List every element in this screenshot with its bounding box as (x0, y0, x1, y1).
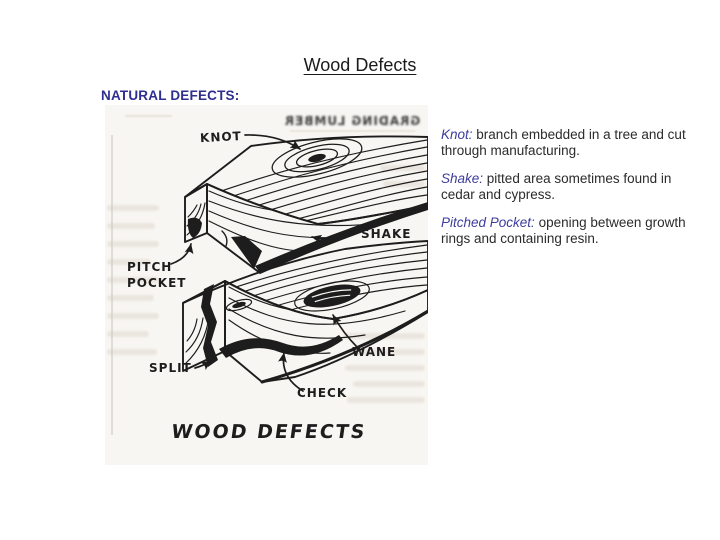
small-knot (225, 298, 253, 312)
knot-defect (271, 138, 363, 178)
split-crack (201, 284, 218, 367)
definition-knot: Knot: branch embedded in a tree and cut … (441, 127, 686, 159)
figure-caption: WOOD DEFECTS (170, 420, 368, 443)
definition-text: branch embedded in a tree and cut throug… (441, 127, 686, 158)
wood-defects-figure: GRADING LUMBER (105, 105, 428, 465)
bleed-through-text: GRADING LUMBER (284, 114, 420, 128)
check-arrow (278, 352, 304, 392)
pitch-pocket-blob (187, 217, 202, 238)
wane-label: WANE (352, 345, 396, 359)
definition-text: pitted area sometimes found in cedar and… (441, 171, 672, 202)
section-heading: NATURAL DEFECTS: (101, 88, 240, 103)
bottom-plank (182, 240, 428, 384)
pitch-pocket-label-line2: POCKET (127, 276, 186, 290)
knot-label: KNOT (200, 129, 242, 145)
bleed-through-rule (290, 130, 415, 132)
shake-crack-tail (221, 230, 228, 247)
top-plank-front-face (206, 183, 428, 274)
definition-text: opening between growth rings and contain… (441, 215, 686, 246)
definition-term: Pitched Pocket: (441, 215, 535, 230)
definition-pitched-pocket: Pitched Pocket: opening between growth r… (441, 215, 686, 247)
check-crack (219, 335, 343, 358)
pitch-pocket-label-line1: PITCH (127, 260, 172, 274)
wane-arrow (332, 314, 359, 349)
page-title: Wood Defects (0, 55, 720, 76)
split-arrow (194, 360, 212, 371)
shake-arrow (311, 232, 356, 244)
shake-crack (231, 236, 262, 269)
bleed-through-rule (125, 115, 172, 117)
definitions-column: Knot: branch embedded in a tree and cut … (441, 127, 686, 259)
wane-area (294, 280, 370, 312)
definition-term: Shake: (441, 171, 484, 186)
top-plank (184, 135, 428, 274)
shake-label: SHAKE (361, 227, 411, 241)
figure-callouts: KNOT SHAKE PITCH POCKET SPLIT CHECK WANE… (127, 129, 411, 443)
check-label: CHECK (297, 386, 347, 400)
definition-shake: Shake: pitted area sometimes found in ce… (441, 171, 686, 203)
knot-arrow (244, 134, 301, 150)
top-plank-end-face (184, 183, 208, 243)
pitch-pocket-arrow (170, 243, 194, 265)
page-title-text: Wood Defects (303, 55, 417, 75)
bottom-plank-front-face (224, 280, 428, 383)
wood-defects-drawing: GRADING LUMBER (107, 114, 428, 443)
bottom-edge-shadow (260, 309, 428, 384)
split-label: SPLIT (149, 361, 192, 375)
definition-term: Knot: (441, 127, 473, 142)
